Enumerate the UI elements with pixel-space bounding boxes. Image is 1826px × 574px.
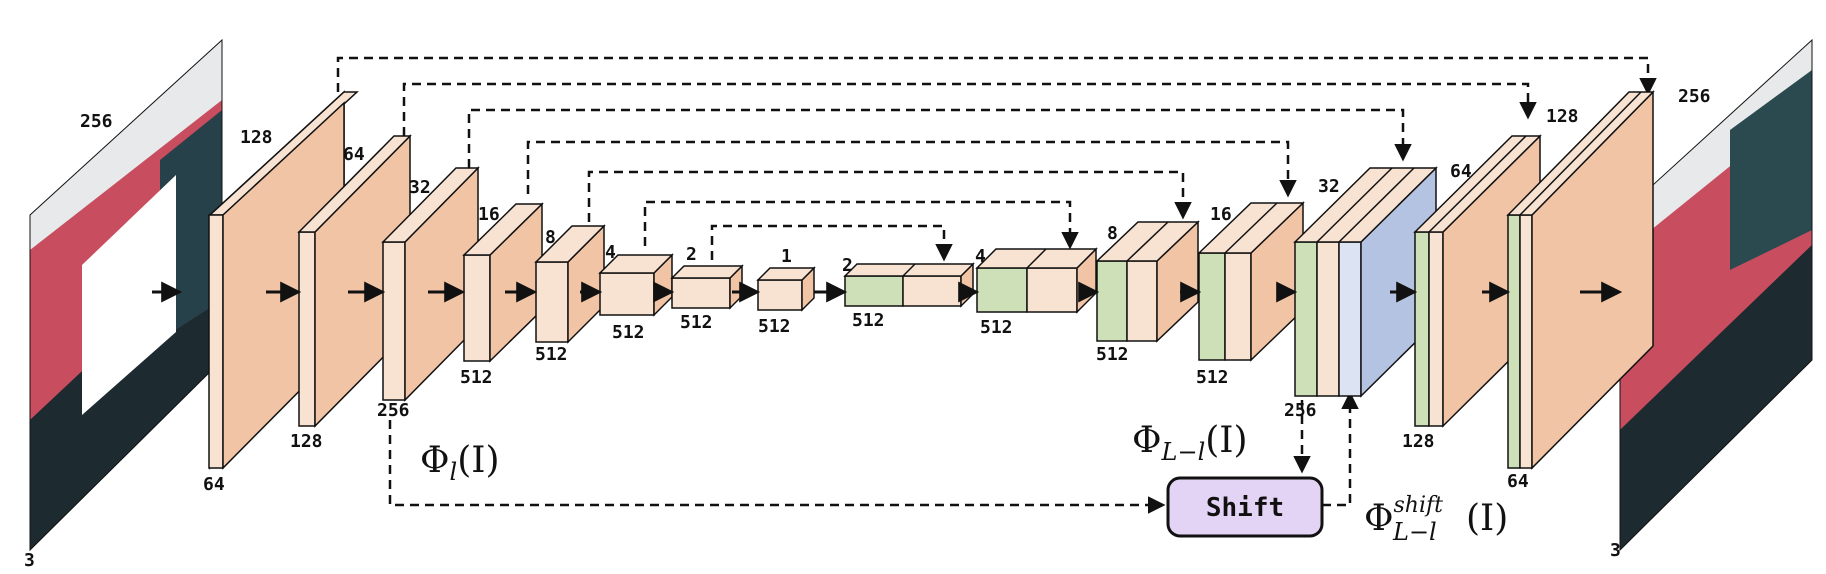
enc-block-4: 16 512 bbox=[460, 202, 544, 388]
skip-64 bbox=[402, 82, 1537, 136]
block-dimension-label: 64 bbox=[1450, 161, 1472, 182]
output-label-256: 256 bbox=[1678, 86, 1711, 107]
block-dimension-label: 256 bbox=[377, 400, 410, 421]
math-labels: Φl(I) ΦL−l(I) Φshift L−l (I) bbox=[420, 420, 1508, 546]
skip-16 bbox=[526, 140, 1297, 198]
block-dimension-label: 512 bbox=[535, 344, 568, 365]
enc-block-7: 2 512 bbox=[670, 244, 744, 333]
output-label-3: 3 bbox=[1610, 540, 1621, 561]
phi-l-label: Φl(I) bbox=[420, 440, 500, 486]
phi-shift-sub-label: L−l bbox=[1392, 518, 1437, 546]
block-dimension-label: 2 bbox=[842, 255, 853, 276]
block-dimension-label: 512 bbox=[460, 367, 493, 388]
block-dimension-label: 512 bbox=[1096, 344, 1129, 365]
skip-128 bbox=[336, 56, 1657, 96]
mask-hole bbox=[82, 175, 176, 415]
skip-8 bbox=[587, 170, 1192, 222]
enc-block-3: 32 256 bbox=[377, 166, 480, 421]
block-dimension-label: 16 bbox=[1210, 204, 1232, 225]
block-dimension-label: 8 bbox=[545, 227, 556, 248]
skip-4 bbox=[643, 200, 1079, 250]
phi-l-connection bbox=[388, 420, 1166, 514]
skip-2 bbox=[710, 224, 953, 262]
dec-block-2: 4 512 bbox=[975, 246, 1098, 338]
shift-label: Shift bbox=[1206, 493, 1284, 523]
block-dimension-label: 512 bbox=[612, 322, 645, 343]
block-dimension-label: 128 bbox=[1546, 106, 1579, 127]
enc-block-2: 64 128 bbox=[290, 134, 412, 452]
block-dimension-label: 16 bbox=[478, 204, 500, 225]
block-dimension-label: 512 bbox=[680, 312, 713, 333]
shift-module: Shift bbox=[1166, 476, 1324, 538]
enc-block-8: 1 512 bbox=[756, 246, 816, 337]
enc-block-5: 8 512 bbox=[534, 224, 606, 365]
block-dimension-label: 128 bbox=[240, 127, 273, 148]
block-dimension-label: 2 bbox=[686, 244, 697, 265]
dec-block-3: 8 512 bbox=[1095, 220, 1200, 365]
dec-block-1: 2 512 bbox=[842, 255, 975, 331]
phi-shift-connection bbox=[1322, 391, 1359, 507]
block-dimension-label: 128 bbox=[1402, 431, 1435, 452]
block-dimension-label: 512 bbox=[852, 310, 885, 331]
dec-block-7: 128 64 bbox=[1506, 90, 1655, 492]
block-dimension-label: 64 bbox=[203, 474, 225, 495]
input-image: 256 3 bbox=[24, 38, 223, 571]
block-dimension-label: 256 bbox=[1284, 400, 1317, 421]
block-dimension-label: 128 bbox=[290, 431, 323, 452]
phi-L-minus-l-label: ΦL−l(I) bbox=[1132, 420, 1248, 466]
block-dimension-label: 1 bbox=[781, 246, 792, 267]
input-label-256: 256 bbox=[80, 111, 113, 132]
dec-block-5: 32 256 bbox=[1284, 166, 1438, 421]
shift-path bbox=[388, 391, 1359, 514]
block-dimension-label: 512 bbox=[758, 316, 791, 337]
decoder: 2 512 4 512 8 512 16 51 bbox=[842, 90, 1655, 492]
block-dimension-label: 32 bbox=[409, 177, 431, 198]
block-dimension-label: 64 bbox=[1507, 471, 1529, 492]
block-dimension-label: 64 bbox=[343, 144, 365, 165]
block-dimension-label: 512 bbox=[980, 317, 1013, 338]
input-label-3: 3 bbox=[24, 550, 35, 571]
phi-shift-label: Φshift bbox=[1364, 493, 1443, 539]
block-dimension-label: 4 bbox=[605, 242, 616, 263]
dec-block-4: 16 512 bbox=[1196, 201, 1305, 388]
block-dimension-label: 4 bbox=[975, 246, 986, 267]
block-dimension-label: 512 bbox=[1196, 367, 1229, 388]
skip-connections bbox=[336, 56, 1657, 262]
block-dimension-label: 8 bbox=[1107, 223, 1118, 244]
skip-32 bbox=[467, 108, 1412, 168]
block-dimension-label: 32 bbox=[1318, 176, 1340, 197]
phi-shift-arg-label: (I) bbox=[1466, 498, 1508, 539]
encoder: 128 64 64 128 32 256 16 512 bbox=[203, 90, 816, 495]
shift-box bbox=[1166, 476, 1324, 538]
